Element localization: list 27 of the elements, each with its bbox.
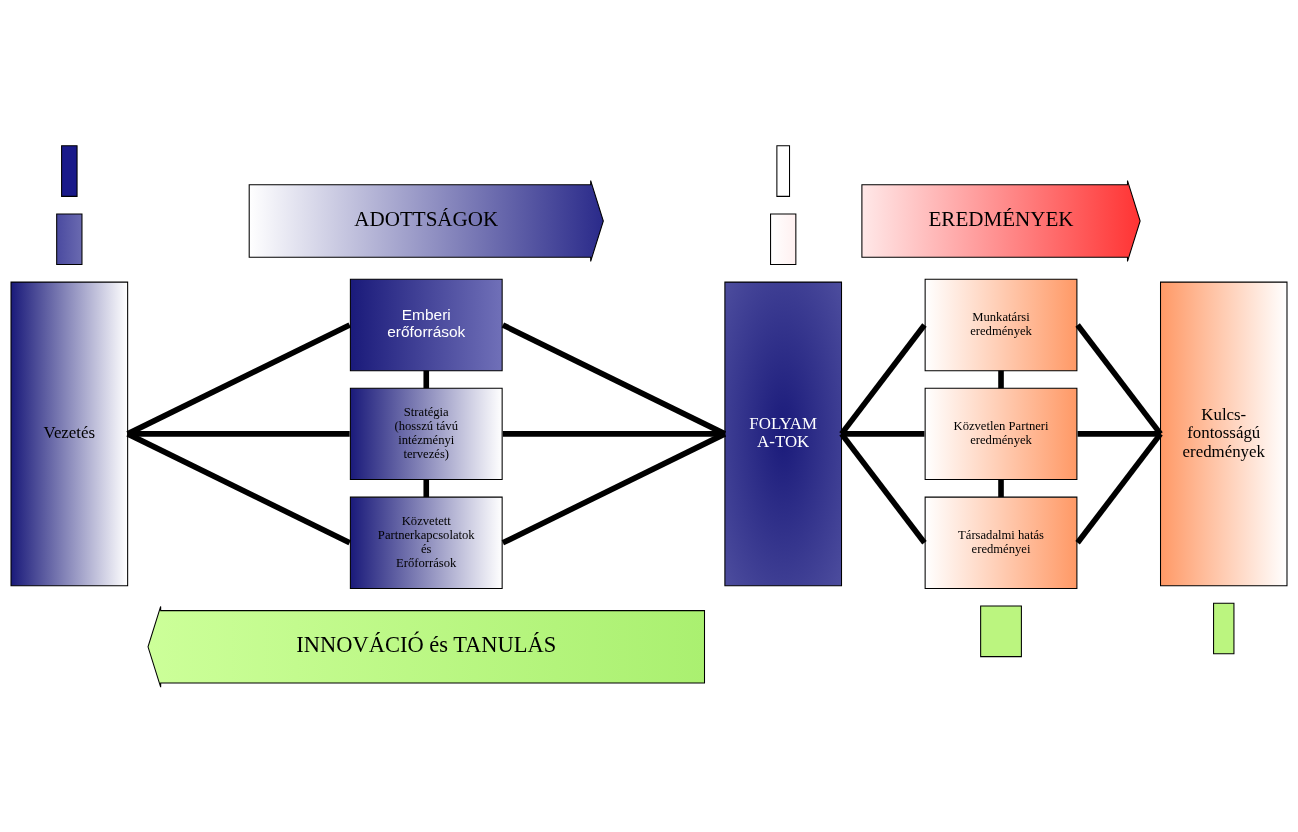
node-box: Emberi erőforrások <box>349 278 503 371</box>
connector <box>126 430 351 545</box>
connector <box>1075 431 1163 544</box>
node-box: Vezetés <box>10 281 129 586</box>
connector <box>126 321 351 436</box>
node-box <box>980 605 1022 657</box>
connector <box>423 370 430 388</box>
node-box <box>770 212 797 265</box>
node-box: Közvetett Partnerkapcsolatok és Erőforrások <box>349 496 503 589</box>
node-box <box>56 212 83 265</box>
connector <box>839 322 927 436</box>
connector <box>839 431 927 544</box>
node-box: Munkatársi eredmények <box>924 278 1078 371</box>
connector <box>501 430 727 545</box>
node-box <box>776 144 791 197</box>
connector <box>1075 322 1163 436</box>
node-box: Stratégia (hosszú távú intézményi tervezés) <box>349 387 503 480</box>
node-box: Kulcs- fontosságú eredmények <box>1160 281 1288 586</box>
node-box: Közvetlen Partneri eredmények <box>924 387 1078 480</box>
connector <box>998 370 1004 388</box>
node-box: Társadalmi hatás eredményei <box>924 496 1078 589</box>
connector <box>501 321 727 436</box>
connector <box>423 479 430 497</box>
node-box: FOLYAM A-TOK <box>724 281 843 586</box>
node-box <box>61 144 78 197</box>
connector <box>998 479 1004 497</box>
node-box <box>1213 602 1235 654</box>
